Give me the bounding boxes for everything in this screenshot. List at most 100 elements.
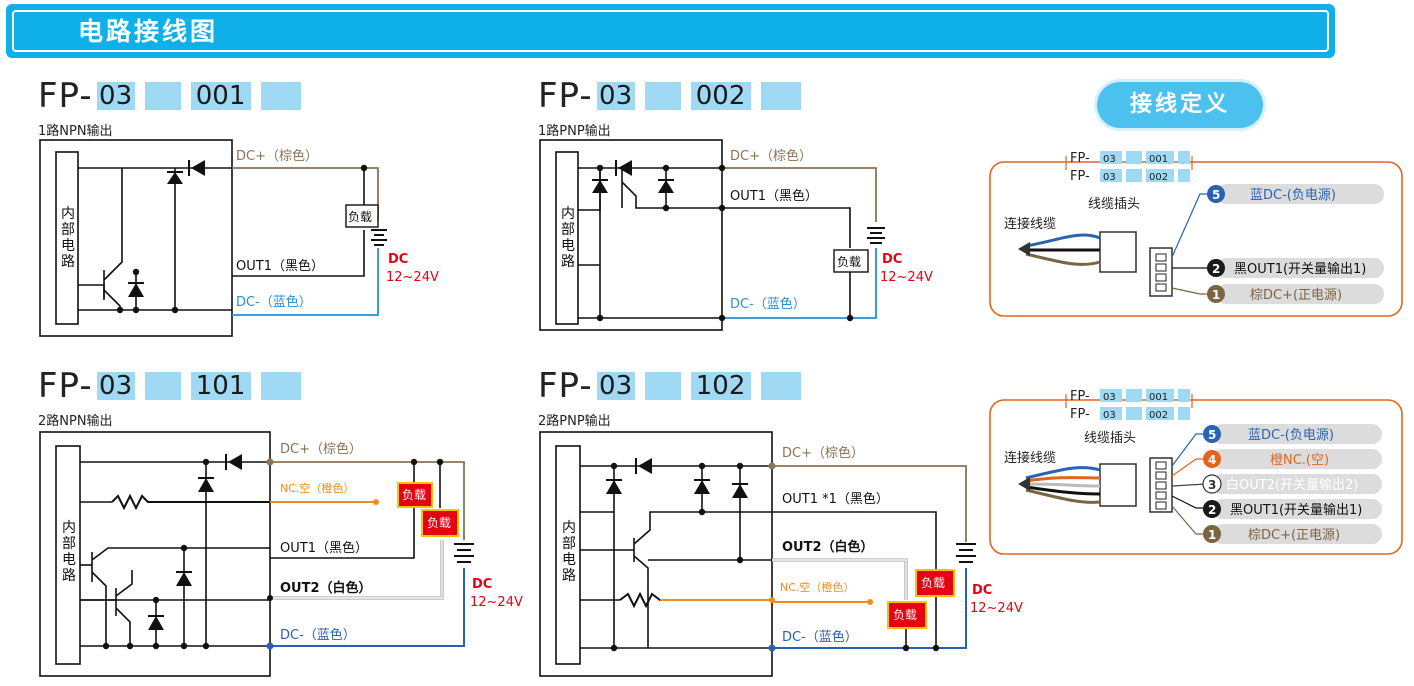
- dc-plus-label: DC+（棕色）: [730, 148, 812, 164]
- model-code: 03: [96, 82, 135, 110]
- nc-label: NC.空（橙色）: [780, 580, 854, 594]
- panel-model-prefix: FP-: [1070, 407, 1090, 422]
- internal-label: 路: [561, 254, 575, 270]
- diagram-pnp-1ch-parts: [592, 160, 885, 322]
- panel-model-variant: 002: [1149, 410, 1168, 421]
- dc-minus-label: DC-（蓝色）: [236, 294, 312, 310]
- load-label: 负载: [921, 576, 945, 590]
- pin-number: 5: [1212, 188, 1220, 202]
- pin-label: 蓝DC-(负电源): [1250, 188, 1336, 203]
- internal-label: 电: [61, 238, 75, 254]
- header-banner: 电路接线图: [6, 4, 1335, 58]
- voltage-label: 12~24V: [470, 595, 523, 610]
- internal-label: 路: [562, 568, 576, 584]
- internal-label: 部: [61, 222, 75, 238]
- model-blank: [260, 372, 301, 400]
- panel-model-prefix: FP-: [1070, 169, 1090, 184]
- wiring-definition-title: 接线定义: [1097, 82, 1263, 128]
- dc-label: DC: [388, 252, 408, 267]
- internal-label: 内: [62, 520, 76, 536]
- pin-number: 1: [1212, 288, 1220, 302]
- dc-label: DC: [882, 252, 902, 267]
- dc-minus-label: DC-（蓝色）: [280, 627, 356, 643]
- diagram-labels: 内 部 电 路 内 部 电 路 内 部 电 路 内 部 电 路 DC+（棕色） …: [61, 148, 1384, 645]
- out1-label: OUT1（黑色）: [730, 188, 818, 204]
- pin-number: 2: [1212, 262, 1220, 276]
- out1-label: OUT1（黑色）: [280, 540, 368, 556]
- dc-plus-label: DC+（棕色）: [782, 445, 864, 461]
- model-heading-002: FP- 03 002: [538, 78, 811, 114]
- model-prefix: FP-: [538, 76, 593, 116]
- out2-label: OUT2（白色）: [280, 580, 372, 596]
- model-prefix: FP-: [538, 366, 593, 406]
- internal-label: 电: [562, 552, 576, 568]
- pin-label: 棕DC+(正电源): [1248, 528, 1340, 543]
- cable-label: 连接线缆: [1004, 450, 1056, 466]
- cable-label: 连接线缆: [1004, 216, 1056, 232]
- model-prefix: FP-: [38, 366, 93, 406]
- pin-label: 棕DC+(正电源): [1250, 288, 1342, 303]
- model-code: 03: [596, 82, 635, 110]
- panel-model-prefix: FP-: [1070, 151, 1090, 166]
- pin-number: 3: [1208, 478, 1216, 492]
- voltage-label: 12~24V: [386, 270, 439, 285]
- out1-label: OUT1 *1（黑色）: [782, 491, 889, 507]
- dc-minus-label: DC-（蓝色）: [782, 629, 858, 645]
- model-blank: [144, 372, 181, 400]
- model-subtitle: 2路PNP输出: [538, 414, 611, 429]
- pin-label: 橙NC.(空): [1270, 453, 1329, 468]
- diagram-npn-2ch-parts: [102, 454, 474, 650]
- dc-plus-label: DC+（棕色）: [280, 441, 362, 457]
- model-code: 03: [96, 372, 135, 400]
- model-code: 03: [596, 372, 635, 400]
- pin-label: 白OUT2(开关量输出2): [1226, 477, 1358, 493]
- internal-label: 部: [561, 222, 575, 238]
- load-label: 负载: [427, 516, 451, 530]
- model-blank: [760, 82, 801, 110]
- model-heading-001: FP- 03 001: [38, 78, 311, 114]
- internal-label: 内: [561, 206, 575, 222]
- voltage-label: 12~24V: [970, 601, 1023, 616]
- internal-label: 路: [62, 568, 76, 584]
- pin-label: 蓝DC-(负电源): [1248, 428, 1334, 443]
- model-subtitle: 2路NPN输出: [38, 414, 113, 429]
- model-blank: [760, 372, 801, 400]
- panel-model-code: 03: [1103, 172, 1116, 183]
- diagram-pnp-2ch-parts: [606, 458, 976, 652]
- pin-label: 黑OUT1(开关量输出1): [1230, 502, 1362, 518]
- model-variant: 001: [190, 82, 251, 110]
- out2-label: OUT2（白色）: [782, 539, 874, 555]
- pin-number: 4: [1208, 453, 1216, 467]
- banner-border: [12, 10, 1329, 52]
- panel-model-code: 03: [1103, 392, 1116, 403]
- load-label: 负载: [837, 255, 861, 269]
- plug-label: 线缆插头: [1088, 196, 1140, 212]
- diagram-npn-1ch-parts: [116, 160, 387, 316]
- internal-label: 电: [561, 238, 575, 254]
- internal-label: 内: [61, 206, 75, 222]
- dc-minus-label: DC-（蓝色）: [730, 296, 806, 312]
- panel-model-variant: 001: [1149, 154, 1168, 165]
- load-label: 负载: [893, 608, 917, 622]
- model-variant: 101: [190, 372, 251, 400]
- voltage-label: 12~24V: [880, 270, 933, 285]
- panel-model-code: 03: [1103, 410, 1116, 421]
- internal-label: 路: [61, 254, 75, 270]
- diagram-npn-2ch: [39, 431, 271, 677]
- model-variant: 002: [690, 82, 751, 110]
- out1-label: OUT1（黑色）: [236, 258, 324, 274]
- pin-label: 黑OUT1(开关量输出1): [1234, 261, 1366, 277]
- model-prefix: FP-: [38, 76, 93, 116]
- panel-model-variant: 001: [1149, 392, 1168, 403]
- load-label: 负载: [402, 488, 426, 502]
- model-subtitle: 1路PNP输出: [538, 124, 611, 139]
- model-blank: [260, 82, 301, 110]
- model-blank: [644, 372, 681, 400]
- dc-plus-label: DC+（棕色）: [236, 148, 318, 164]
- panel-model-code: 03: [1103, 154, 1116, 165]
- plug-label: 线缆插头: [1084, 430, 1136, 446]
- model-subtitle: 1路NPN输出: [38, 124, 113, 139]
- internal-label: 部: [562, 536, 576, 552]
- model-blank: [644, 82, 681, 110]
